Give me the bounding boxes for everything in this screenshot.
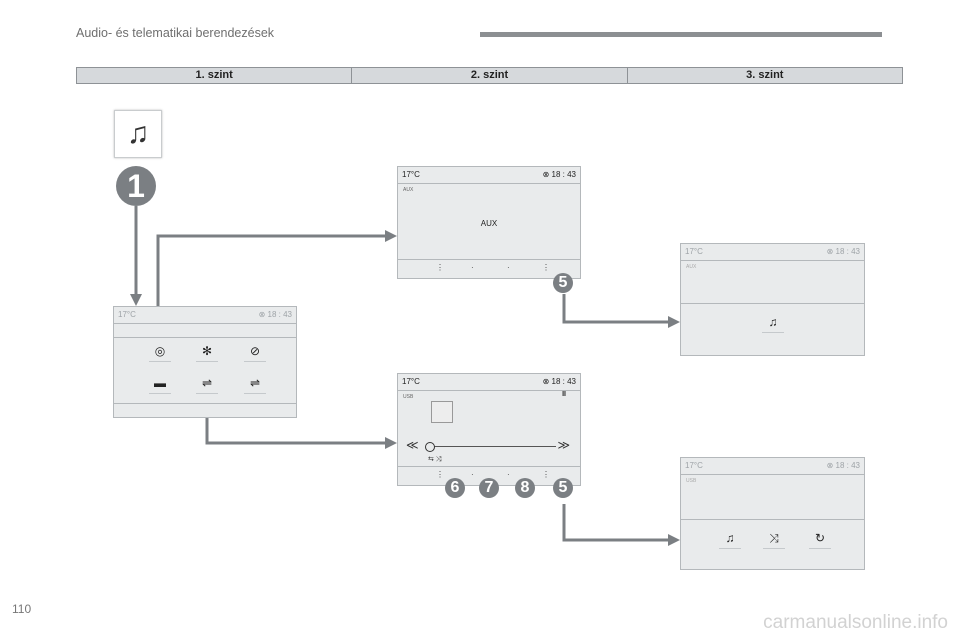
music-note-icon: ♫ bbox=[126, 117, 150, 150]
source-label: AUX bbox=[403, 187, 414, 193]
music-icon-tile[interactable]: ♫ bbox=[114, 110, 162, 158]
clock-text: ⊗ 18 : 43 bbox=[258, 310, 292, 319]
arrowhead-aux-sub bbox=[668, 316, 680, 328]
media-off-icon[interactable]: ⊘ bbox=[244, 343, 266, 362]
clock-text: ⊗ 18 : 43 bbox=[542, 377, 576, 386]
status-bar: 17°C ⊗ 18 : 43 bbox=[114, 307, 296, 324]
panel-aux-sub: 17°C ⊗ 18 : 43 AUX ♫ bbox=[680, 243, 865, 356]
usb-source-icon-1[interactable]: ⇌ bbox=[196, 375, 218, 394]
status-bar: 17°C ⊗ 18 : 43 bbox=[681, 458, 864, 475]
connector-usb-to-sub bbox=[562, 504, 670, 542]
badge-step-5-aux: 5 bbox=[553, 273, 573, 293]
badge-step-6: 6 bbox=[445, 478, 465, 498]
status-bar: 17°C ⊗ 18 : 43 bbox=[398, 167, 580, 184]
pause-button[interactable]: II bbox=[562, 391, 566, 398]
arrowhead-aux bbox=[385, 230, 397, 242]
next-track-button[interactable]: ≫ bbox=[557, 438, 570, 452]
previous-track-button[interactable]: ≪ bbox=[406, 438, 419, 452]
badge-step-5-usb: 5 bbox=[553, 478, 573, 498]
level-1-label: 1. szint bbox=[77, 68, 353, 83]
temperature-text: 17°C bbox=[685, 461, 703, 470]
footer-watermark: carmanualsonline.info bbox=[763, 612, 948, 633]
clock-text: ⊗ 18 : 43 bbox=[826, 461, 860, 470]
level-bar: 1. szint 2. szint 3. szint bbox=[76, 67, 903, 84]
usb-source-icon-2[interactable]: ⇌ bbox=[244, 375, 266, 394]
panel-main-menu: 17°C ⊗ 18 : 43 ◎ ✻ ⊘ ▬ ⇌ ⇌ bbox=[113, 306, 297, 418]
clock-text: ⊗ 18 : 43 bbox=[826, 247, 860, 256]
clock-text: ⊗ 18 : 43 bbox=[542, 170, 576, 179]
aux-center-label: AUX bbox=[480, 219, 498, 228]
badge-step-8: 8 bbox=[515, 478, 535, 498]
radio-source-icon[interactable]: ◎ bbox=[149, 343, 171, 362]
connector-aux-to-sub bbox=[562, 294, 670, 324]
album-art-placeholder bbox=[431, 401, 453, 423]
temperature-text: 17°C bbox=[685, 247, 703, 256]
bluetooth-source-icon[interactable]: ✻ bbox=[196, 343, 218, 362]
level-2-label: 2. szint bbox=[352, 68, 628, 83]
connector-main-to-usb bbox=[205, 418, 387, 445]
level-3-label: 3. szint bbox=[746, 69, 784, 81]
status-bar: 17°C ⊗ 18 : 43 bbox=[398, 374, 580, 391]
arrowhead-usb-sub bbox=[668, 534, 680, 546]
shuffle-icon[interactable]: ⤨ bbox=[763, 530, 785, 549]
progress-handle[interactable] bbox=[425, 442, 435, 452]
panel-usb: 17°C ⊗ 18 : 43 USB II ≪ ≫ ⇆ ⤨ ⋮··⋮ bbox=[397, 373, 581, 486]
temperature-text: 17°C bbox=[118, 310, 136, 319]
repeat-shuffle-icon: ⇆ ⤨ bbox=[428, 456, 442, 463]
audio-settings-icon[interactable]: ♫ bbox=[762, 314, 784, 333]
header-rule bbox=[480, 32, 882, 37]
bottom-menu-dots[interactable]: ⋮··⋮ bbox=[436, 470, 550, 479]
source-label: AUX bbox=[686, 264, 697, 270]
temperature-text: 17°C bbox=[402, 377, 420, 386]
temperature-text: 17°C bbox=[402, 170, 420, 179]
panel-aux: 17°C ⊗ 18 : 43 AUX AUX ⋮··⋮ bbox=[397, 166, 581, 279]
progress-track[interactable] bbox=[426, 446, 556, 447]
aux-source-icon[interactable]: ▬ bbox=[149, 375, 171, 394]
badge-step-1: 1 bbox=[116, 166, 156, 206]
source-label: USB bbox=[686, 478, 697, 484]
arrowhead-down bbox=[130, 294, 142, 306]
arrowhead-usb bbox=[385, 437, 397, 449]
bottom-menu-dots[interactable]: ⋮··⋮ bbox=[436, 263, 550, 272]
page-header-title: Audio- és telematikai berendezések bbox=[76, 26, 275, 40]
panel-usb-sub: 17°C ⊗ 18 : 43 USB ♫ ⤨ ↻ bbox=[680, 457, 865, 570]
badge-step-7: 7 bbox=[479, 478, 499, 498]
repeat-icon[interactable]: ↻ bbox=[809, 530, 831, 549]
source-label: USB bbox=[403, 394, 414, 400]
page-number: 110 bbox=[12, 602, 32, 616]
status-bar: 17°C ⊗ 18 : 43 bbox=[681, 244, 864, 261]
audio-settings-icon[interactable]: ♫ bbox=[719, 530, 741, 549]
